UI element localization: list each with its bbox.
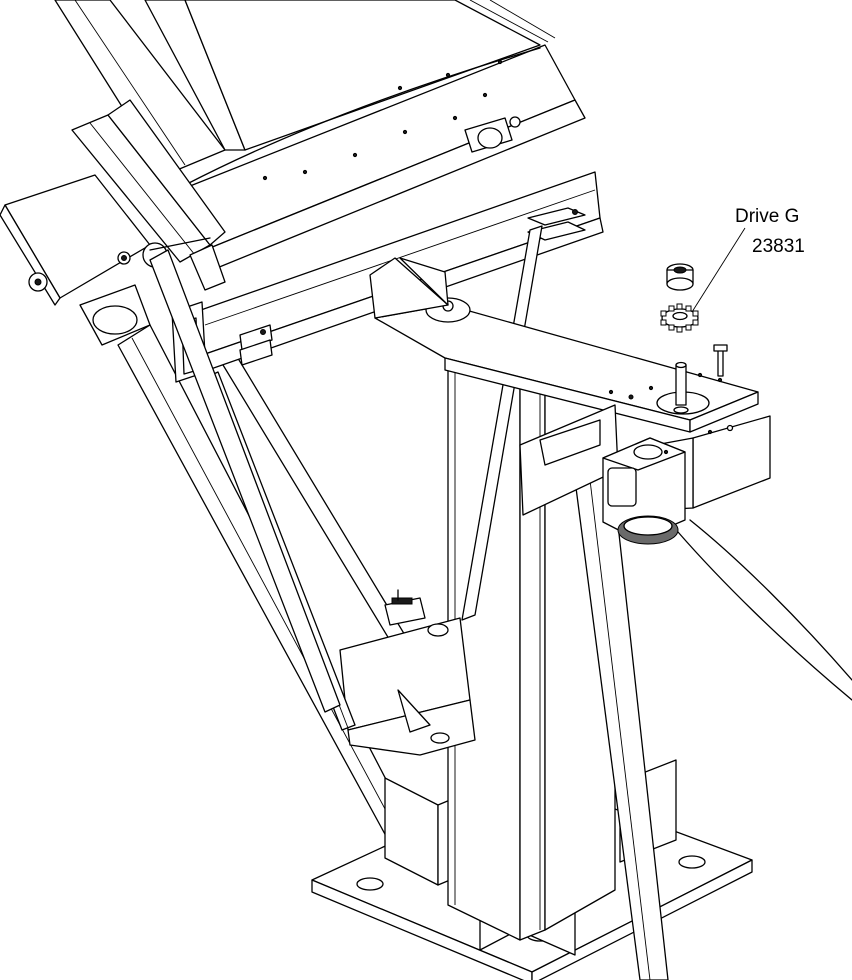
rear-diagonal-strut (219, 354, 433, 691)
a-frame-rails (149, 225, 543, 731)
callout: Drive G 23831 (691, 206, 805, 313)
top-plate (369, 257, 759, 433)
crossbeam-brackets (239, 207, 586, 366)
callout-leader-line (691, 227, 746, 313)
bolt-hole-left (356, 877, 384, 891)
gear-hub-collar (666, 263, 694, 291)
limit-switch (384, 589, 426, 626)
dish-reflector (54, 0, 556, 176)
gearbox (602, 437, 686, 545)
callout-label-line2: 23831 (752, 236, 805, 257)
drive-shaft (673, 361, 689, 414)
bolt-hole-right (678, 855, 706, 869)
callout-label-line1: Drive G (735, 206, 799, 227)
motor-cable (677, 519, 852, 701)
dish-clamp (464, 116, 521, 153)
upper-side-arm (71, 99, 226, 263)
mounting-bolt (713, 344, 728, 377)
actuator-cylinder (79, 244, 226, 346)
gearbox-cover (607, 467, 637, 507)
lower-cradle (339, 617, 476, 756)
drive-gear-sprocket (660, 303, 699, 333)
feed-mount-left (0, 174, 151, 306)
